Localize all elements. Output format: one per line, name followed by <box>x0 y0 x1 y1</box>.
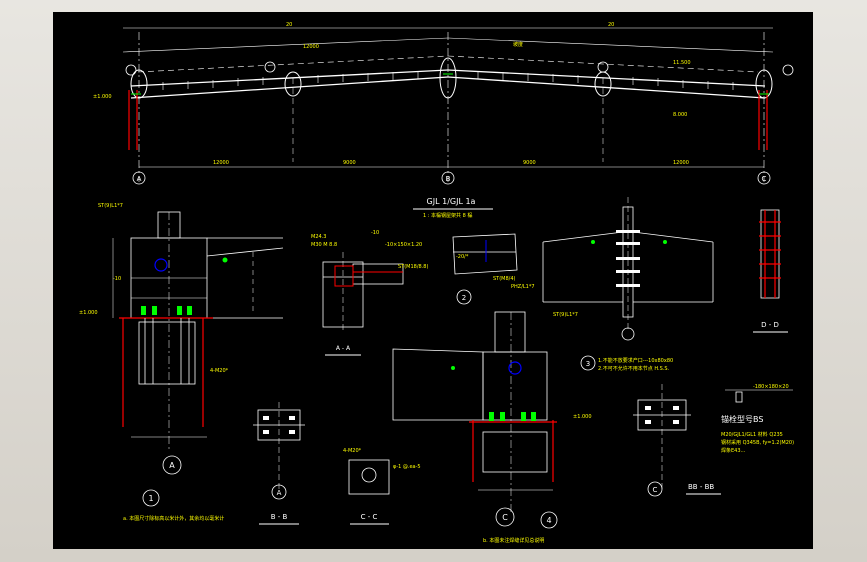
eave-mark: 11.500 <box>673 60 691 66</box>
detail-1 <box>112 211 284 452</box>
detail-1-ref-bubble <box>162 455 182 475</box>
section-aa-title: A - A <box>336 345 351 352</box>
detail-4-ref: C <box>502 513 508 522</box>
footnote-right: b. 本图未注焊缝详见总说明 <box>483 537 544 544</box>
cad-drawing-canvas[interactable]: A B C 20 20 12000 坡度 12000 9000 9000 120… <box>53 12 813 549</box>
detail-1-top-label: ST(9)L1*7 <box>98 203 123 209</box>
section-bb2-ref: C <box>653 486 658 494</box>
detail-4-ref-bubble <box>495 507 515 527</box>
detail-2-label-2: -20/* <box>456 254 469 260</box>
aa-label-3: -10 <box>371 230 379 236</box>
anchor-note-3: 焊条E43... <box>721 447 746 454</box>
detail-1-dim: -10 <box>113 276 121 282</box>
detail-num-1: 1 <box>148 494 153 503</box>
dim-bottom-mid-r: 9000 <box>523 160 536 166</box>
detail-3-note-2: 2.不可不允许不用本节点 H.S.S. <box>598 365 670 372</box>
detail-1-bolts <box>141 306 192 315</box>
elevation-mark: ±1.000 <box>93 94 112 100</box>
columns <box>128 90 768 150</box>
detail-num-4-bubble <box>540 511 558 529</box>
anchor-note-1: M20/GJL1/GL1 材料 Q235 <box>721 431 783 438</box>
dim-bottom-left: 12000 <box>213 160 229 166</box>
slope-label: 坡度 <box>513 41 523 48</box>
detail-4 <box>392 311 553 512</box>
detail-2-label-3: PHZ/L1*7 <box>511 284 535 290</box>
ridge-mark: 8.000 <box>673 112 687 118</box>
grid-bubbles <box>125 61 794 185</box>
anchor-note-2: 钢材采用 Q345B, fy=1.2(M20) <box>721 439 794 446</box>
section-bb-ref: A <box>277 489 282 497</box>
detail-num-4: 4 <box>546 516 551 525</box>
aa-bolt: ST(M18/8.8) <box>398 264 428 270</box>
grid-axis-a: A <box>137 175 142 183</box>
main-title: GJL 1/GJL 1a <box>427 197 476 206</box>
detail-num-3-bubble <box>580 355 596 371</box>
dim-span: 12000 <box>303 44 319 50</box>
section-cc <box>348 459 390 495</box>
anchor-title: 锚栓型号BS <box>721 414 763 424</box>
dim-bottom-right: 12000 <box>673 160 689 166</box>
grid-axis-c: C <box>762 175 767 183</box>
section-aa <box>322 252 404 330</box>
stiffener-marks <box>131 73 769 95</box>
section-cc-title: C - C <box>361 513 378 521</box>
section-bb2-title: BB - BB <box>688 483 714 491</box>
section-dd-title: D - D <box>761 321 779 329</box>
detail-3-label: ST(9)L1*7 <box>553 312 578 318</box>
grid-axis-b: B <box>446 175 451 183</box>
section-dd <box>759 209 781 299</box>
main-subtitle: 1 : 本榀钢屋架共 8 榀 <box>423 212 472 219</box>
detail-1-column <box>119 317 213 427</box>
detail-2 <box>452 233 518 275</box>
detail-4-elev: ±1.000 <box>573 414 592 420</box>
aa-label-1: M24.3 <box>311 234 326 240</box>
dim-top-right: 20 <box>608 22 614 28</box>
detail-num-2-bubble <box>456 289 472 305</box>
section-bb2 <box>633 384 691 490</box>
aa-plate: -10×150×1.20 <box>385 242 422 248</box>
frame-elevation <box>122 27 774 182</box>
dim-bottom-mid-l: 9000 <box>343 160 356 166</box>
footnote-left: a. 本图尺寸除标高以米计外，其余均以毫米计 <box>123 515 224 522</box>
drawing-svg: A B C 20 20 12000 坡度 12000 9000 9000 120… <box>79 22 794 544</box>
detail-3 <box>542 197 714 332</box>
cc-bolt: 4-M20* <box>343 448 362 454</box>
detail-2-label-1: ST(M8/4) <box>493 276 516 282</box>
detail-num-1-bubble <box>142 489 160 507</box>
bolt-marker-1 <box>154 258 168 272</box>
detail-1-elev: ±1.000 <box>79 310 98 316</box>
detail-3-note-1: 1.不能不放要求产口---10x80x80 <box>598 357 673 364</box>
anchor-spec: -180×180×20 <box>753 384 789 390</box>
cc-note: φ-1 @.ea-5 <box>393 464 421 470</box>
section-bb <box>253 402 305 492</box>
detail-1-bolt-note: 4-M20* <box>210 368 229 374</box>
section-bb-title: B - B <box>271 513 288 521</box>
detail-num-2: 2 <box>462 294 466 302</box>
detail-1-ref: A <box>169 461 175 470</box>
aa-label-2: M30 M 8.8 <box>311 242 337 248</box>
dim-top-left: 20 <box>286 22 292 28</box>
detail-num-3: 3 <box>586 360 590 368</box>
anchor-notes <box>725 389 793 403</box>
